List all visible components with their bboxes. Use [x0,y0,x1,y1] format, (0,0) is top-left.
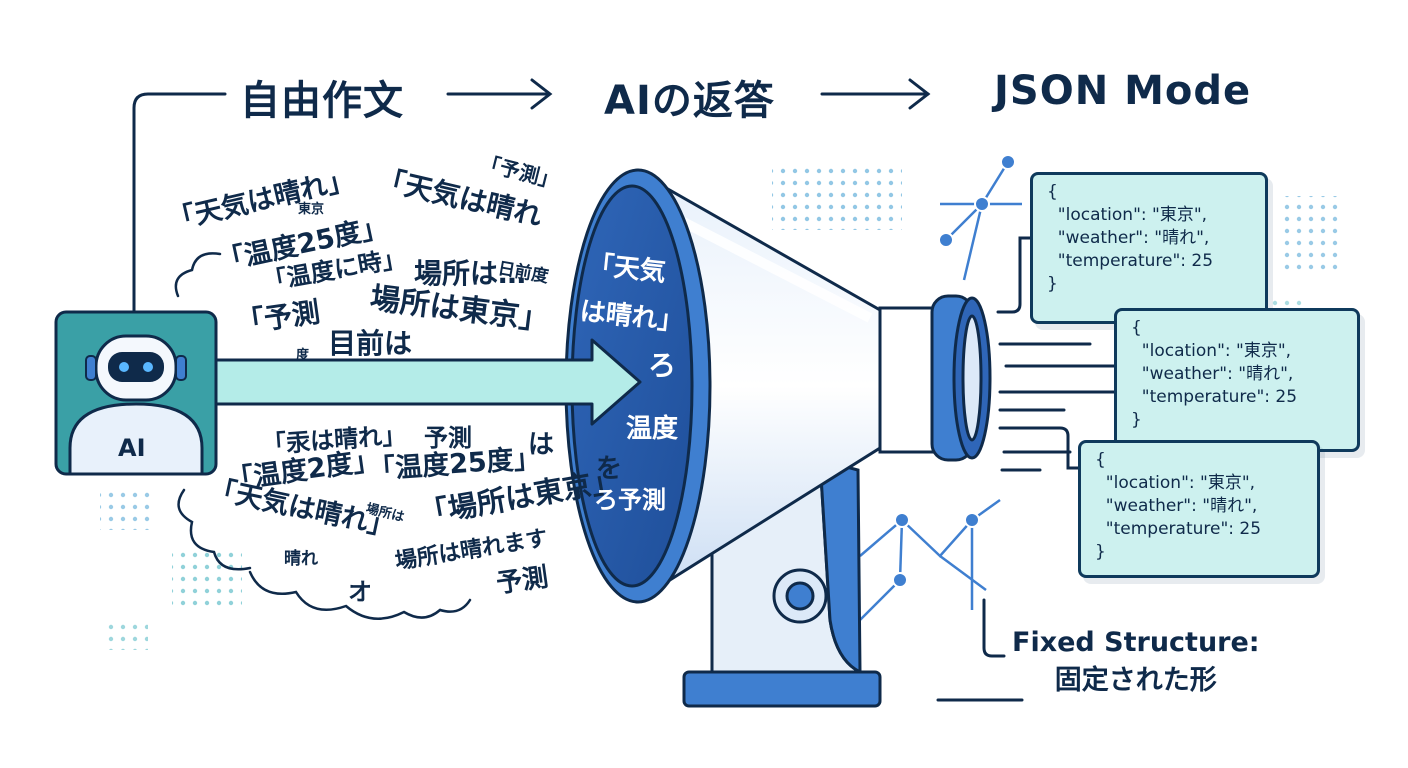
step-free-text-heading: 自由作文 [240,78,404,124]
thought-clouds [174,252,472,620]
input-arrow [212,338,642,426]
scattered-text: 予測 [424,424,472,452]
json-line: } [1131,410,1142,430]
fixed-structure-subtitle: 固定された形 [1054,665,1217,696]
json-line: { [1047,182,1058,202]
output-connectors [936,236,1118,702]
scattered-text: 場所は… [414,257,527,290]
scattered-text: 目前は [328,327,413,360]
json-line: "weather": "晴れ", [1131,364,1294,384]
funnel-face-text: ろ予測 [594,486,666,514]
fixed-structure-title: Fixed Structure: [1012,627,1260,658]
json-line: { [1131,318,1142,338]
fixed-structure-caption: Fixed Structure: 固定された形 [1012,624,1260,700]
scattered-text: オ [348,578,372,606]
json-line: } [1047,274,1058,294]
scattered-text: 予測 [494,562,551,600]
robot-ai-label: AI [118,434,146,462]
json-output-card: { "location": "東京", "weather": "晴れ", "te… [1078,440,1320,578]
step-json-mode-heading: JSON Mode [994,68,1252,114]
scattered-text: 度 [296,348,310,363]
json-line: "location": "東京", [1095,473,1256,493]
json-line: } [1095,542,1106,562]
json-line: "temperature": 25 [1131,387,1298,407]
json-line: { [1095,450,1106,470]
json-line: "weather": "晴れ", [1047,228,1210,248]
scattered-text: を [596,454,623,484]
json-line: "temperature": 25 [1047,251,1214,271]
funnel-body [564,168,992,604]
funnel-face-text: ろ [648,349,677,382]
funnel-face-text: 温度 [626,414,679,444]
scattered-text: 晴れ [284,549,318,569]
scattered-text: は [528,430,555,460]
robot-avatar [54,310,218,476]
json-line: "weather": "晴れ", [1095,496,1258,516]
json-line: "temperature": 25 [1095,519,1262,539]
json-output-card: { "location": "東京", "weather": "晴れ", "te… [1114,308,1360,452]
json-line: "location": "東京", [1047,205,1208,225]
header-flow-arrows [132,78,931,320]
step-ai-reply-heading: AIの返答 [604,78,775,124]
json-output-card: { "location": "東京", "weather": "晴れ", "te… [1030,172,1268,324]
scattered-text: 東京 [298,202,325,217]
json-line: "location": "東京", [1131,341,1292,361]
network-nodes [892,154,1016,588]
